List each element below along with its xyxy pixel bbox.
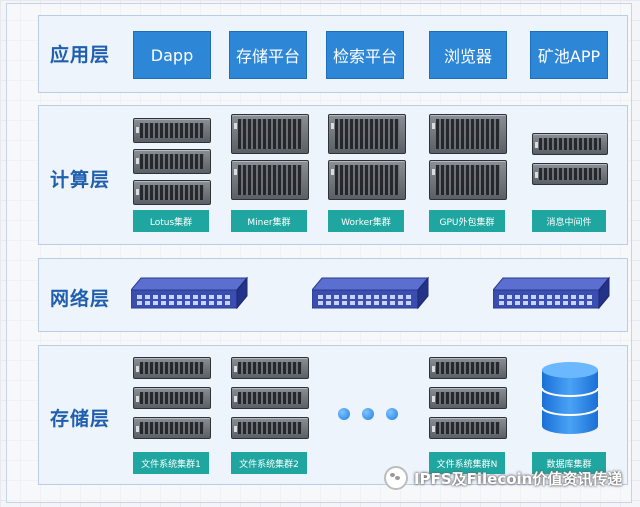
network-switch-icon [312,276,430,310]
wechat-icon [384,466,408,490]
server-rack [133,180,211,205]
cluster-label-database: 数据库集群 [532,452,606,474]
ellipsis-dot-icon [338,408,350,420]
server-rack [328,160,406,200]
server-rack [328,114,406,154]
database-icon [541,362,599,434]
watermark: IPFS及Filecoin价值资讯传递 [384,465,622,491]
cluster-label-gpu: GPU外包集群 [429,210,505,232]
server-rack [532,163,608,185]
server-rack [231,357,309,379]
server-rack [429,387,507,409]
server-rack [429,417,507,439]
cluster-label-miner: Miner集群 [231,210,307,232]
server-rack [429,114,507,154]
server-rack [133,387,211,409]
cluster-label-lotus: Lotus集群 [133,210,209,232]
storage-layer-label: 存储层 [50,408,111,430]
server-rack [231,417,309,439]
application-layer-label: 应用层 [50,44,111,66]
cluster-label-fs1: 文件系统集群1 [133,452,209,474]
app-pool-app: 矿池APP [530,31,608,79]
ellipsis-dot-icon [362,408,374,420]
server-rack [532,133,608,155]
cluster-label-fsn: 文件系统集群N [429,452,505,474]
network-switch-icon [131,276,249,310]
network-switch-icon [493,276,611,310]
app-storage-platform: 存储平台 [229,31,307,79]
watermark-text: IPFS及Filecoin价值资讯传递 [414,469,623,488]
app-browser: 浏览器 [429,31,507,79]
ellipsis-dot-icon [386,408,398,420]
app-dapp: Dapp [133,31,211,79]
server-rack [133,118,211,143]
server-rack [133,417,211,439]
server-rack [133,149,211,174]
server-rack [429,357,507,379]
server-rack [231,387,309,409]
server-rack [429,160,507,200]
server-rack [231,114,309,154]
cluster-label-worker: Worker集群 [328,210,404,232]
cluster-label-fs2: 文件系统集群2 [231,452,307,474]
cluster-label-middleware: 消息中间件 [532,210,606,232]
server-rack [231,160,309,200]
network-layer-label: 网络层 [50,288,111,310]
server-rack [133,357,211,379]
app-search-platform: 检索平台 [326,31,404,79]
compute-layer-label: 计算层 [50,169,111,191]
